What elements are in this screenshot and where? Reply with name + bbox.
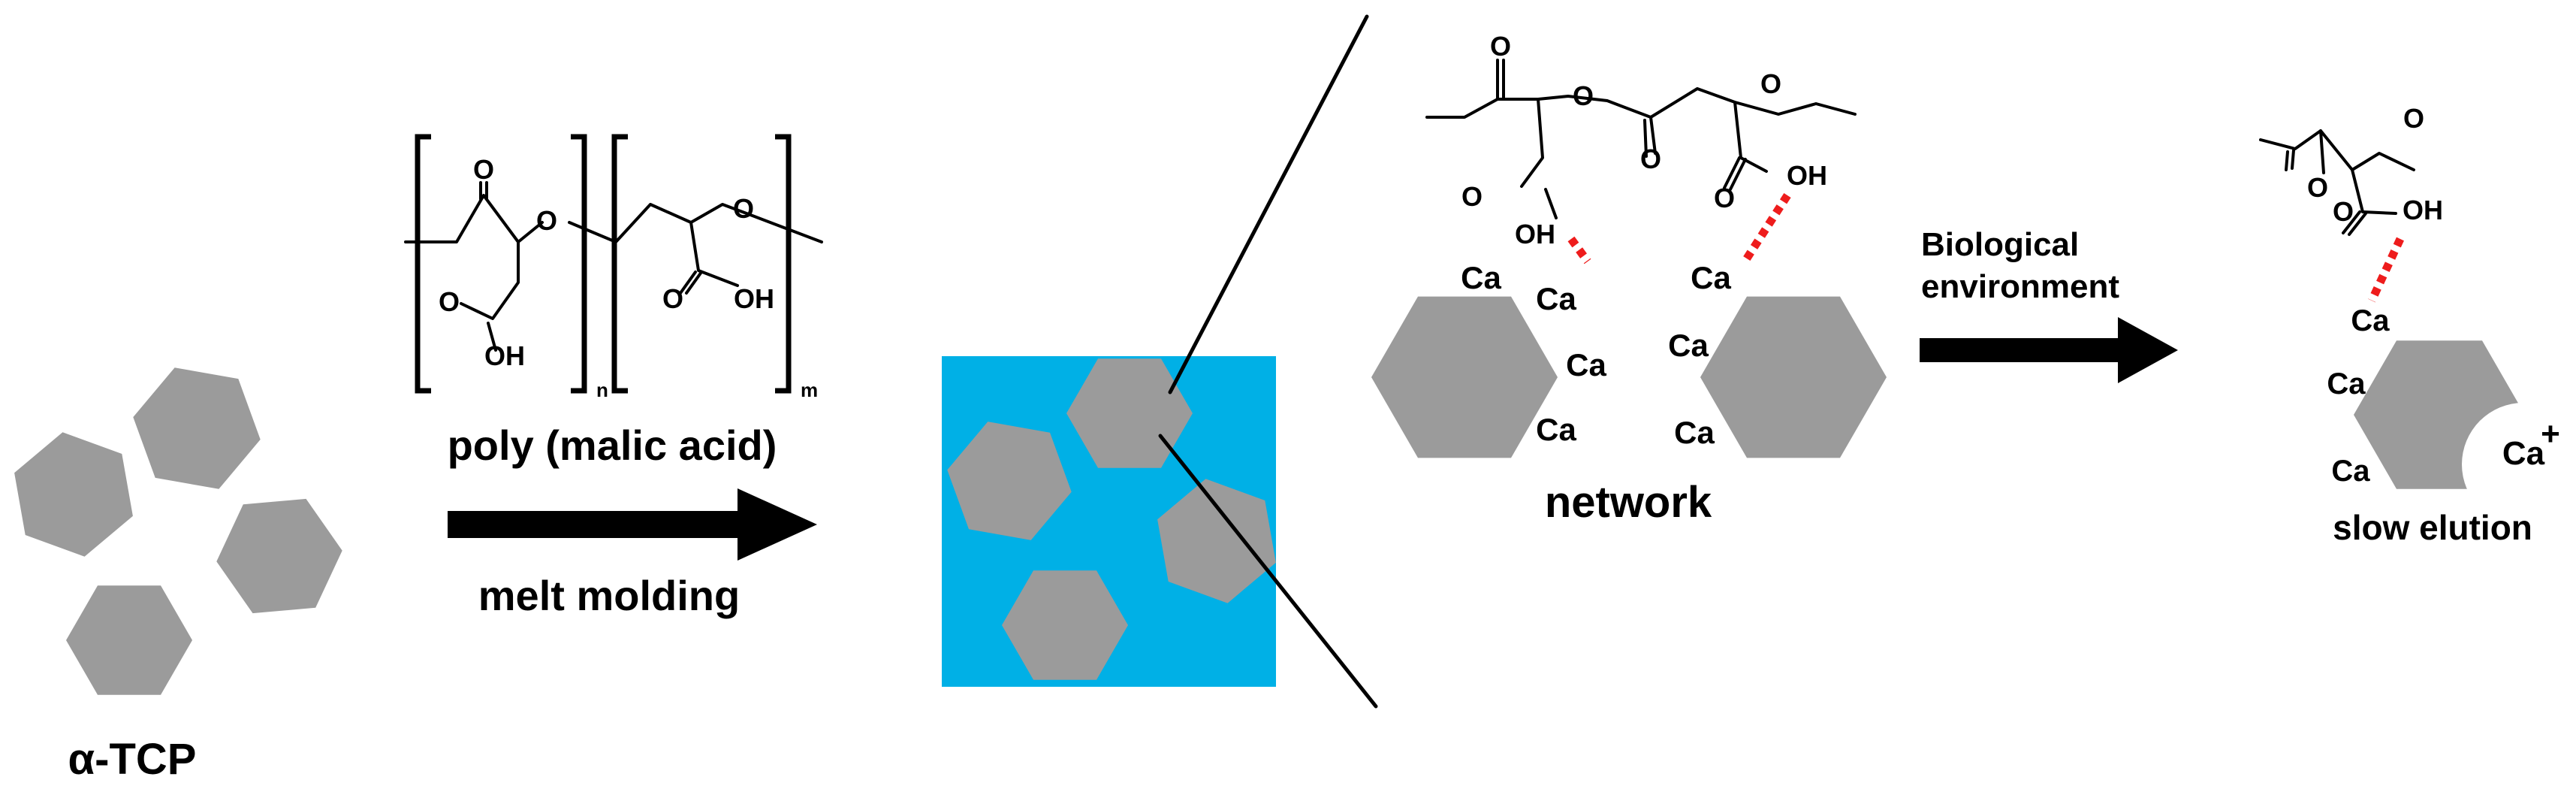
slow-elution-label: slow elution: [2333, 508, 2532, 547]
alpha-tcp-label: α-TCP: [68, 735, 197, 784]
atom-o: O: [2403, 103, 2424, 134]
calcium-ion-label: Ca: [2502, 435, 2545, 472]
alpha-tcp-particles: α-TCP: [14, 367, 342, 784]
poly-malic-acid-structure: O O O OH O O OH n m: [404, 134, 823, 401]
atom-o: O: [1640, 144, 1661, 174]
atom-oh: OH: [1787, 160, 1827, 191]
repeat-bracket-left-n: [415, 134, 431, 394]
melt-molding-arrow: [448, 488, 817, 561]
zoom-line-upper: [1168, 14, 1369, 394]
network-label: network: [1545, 478, 1712, 527]
atom-o: O: [1760, 68, 1781, 99]
hydrogen-bond-dashes: [1740, 193, 1791, 265]
tcp-particle: [216, 498, 342, 614]
embedded-particle: [947, 422, 1072, 540]
network-polymer-bonds: [1425, 59, 1857, 219]
biological-environment-label: environment: [1921, 268, 2119, 305]
embedded-particle: [1157, 479, 1276, 603]
atom-o: O: [1714, 183, 1735, 213]
atom-o-ring: O: [733, 193, 754, 224]
atom-o: O: [1490, 31, 1511, 62]
tcp-particle: [1700, 296, 1887, 458]
embedded-particle: [1066, 358, 1193, 468]
atom-o-carbonyl: O: [662, 283, 683, 314]
calcium-label: Ca: [1566, 347, 1606, 382]
subscript-m: m: [801, 379, 818, 401]
calcium-label: Ca: [2327, 367, 2366, 401]
calcium-label: Ca: [1674, 415, 1715, 450]
calcium-label: Ca: [2351, 304, 2390, 337]
atom-o-carbonyl: O: [439, 286, 460, 317]
repeat-bracket-right-m: [775, 134, 792, 394]
process-label: melt molding: [478, 572, 740, 619]
atom-o: O: [1461, 181, 1483, 212]
atom-o: O: [2307, 172, 2328, 203]
repeat-bracket-right-n: [571, 134, 587, 394]
calcium-ion-charge: +: [2541, 416, 2560, 452]
calcium-label: Ca: [1691, 260, 1731, 295]
atom-o-ring: O: [536, 205, 557, 236]
atom-oh: OH: [2403, 195, 2443, 225]
bond-skeleton-unit-m: [568, 203, 823, 295]
tcp-particle: [133, 367, 261, 489]
calcium-label: Ca: [1536, 281, 1576, 316]
calcium-label: Ca: [1536, 412, 1576, 447]
biological-environment-arrow: [1920, 317, 2178, 383]
hydrogen-bond-dashes: [1567, 236, 1591, 264]
calcium-label: Ca: [2331, 455, 2370, 488]
dissolution-pit: [2462, 403, 2576, 526]
bond-skeleton-unit-n: [404, 181, 544, 352]
atom-oh: OH: [484, 340, 525, 371]
atom-o: O: [2333, 196, 2354, 227]
embedded-tcp-particles: [947, 358, 1276, 680]
biological-environment-label: Biological: [1921, 226, 2079, 263]
tcp-particle: [1371, 296, 1558, 458]
repeat-bracket-left-m: [611, 134, 628, 394]
tcp-particle: [66, 585, 192, 695]
atom-oh: OH: [734, 283, 774, 314]
calcium-label: Ca: [1668, 328, 1709, 363]
hydrogen-bond-dashes: [2368, 237, 2404, 303]
elution-molecule-bonds: [2259, 129, 2415, 236]
embedded-particle: [1002, 570, 1128, 680]
atom-o-carbonyl: O: [473, 154, 494, 185]
atom-oh: OH: [1515, 219, 1555, 249]
atom-o: O: [1573, 80, 1594, 111]
tcp-particle: [14, 432, 133, 557]
zoom-line-lower: [1158, 434, 1378, 709]
subscript-n: n: [596, 379, 608, 401]
polymer-name-label: poly (malic acid): [448, 422, 777, 469]
calcium-label: Ca: [1461, 260, 1501, 295]
